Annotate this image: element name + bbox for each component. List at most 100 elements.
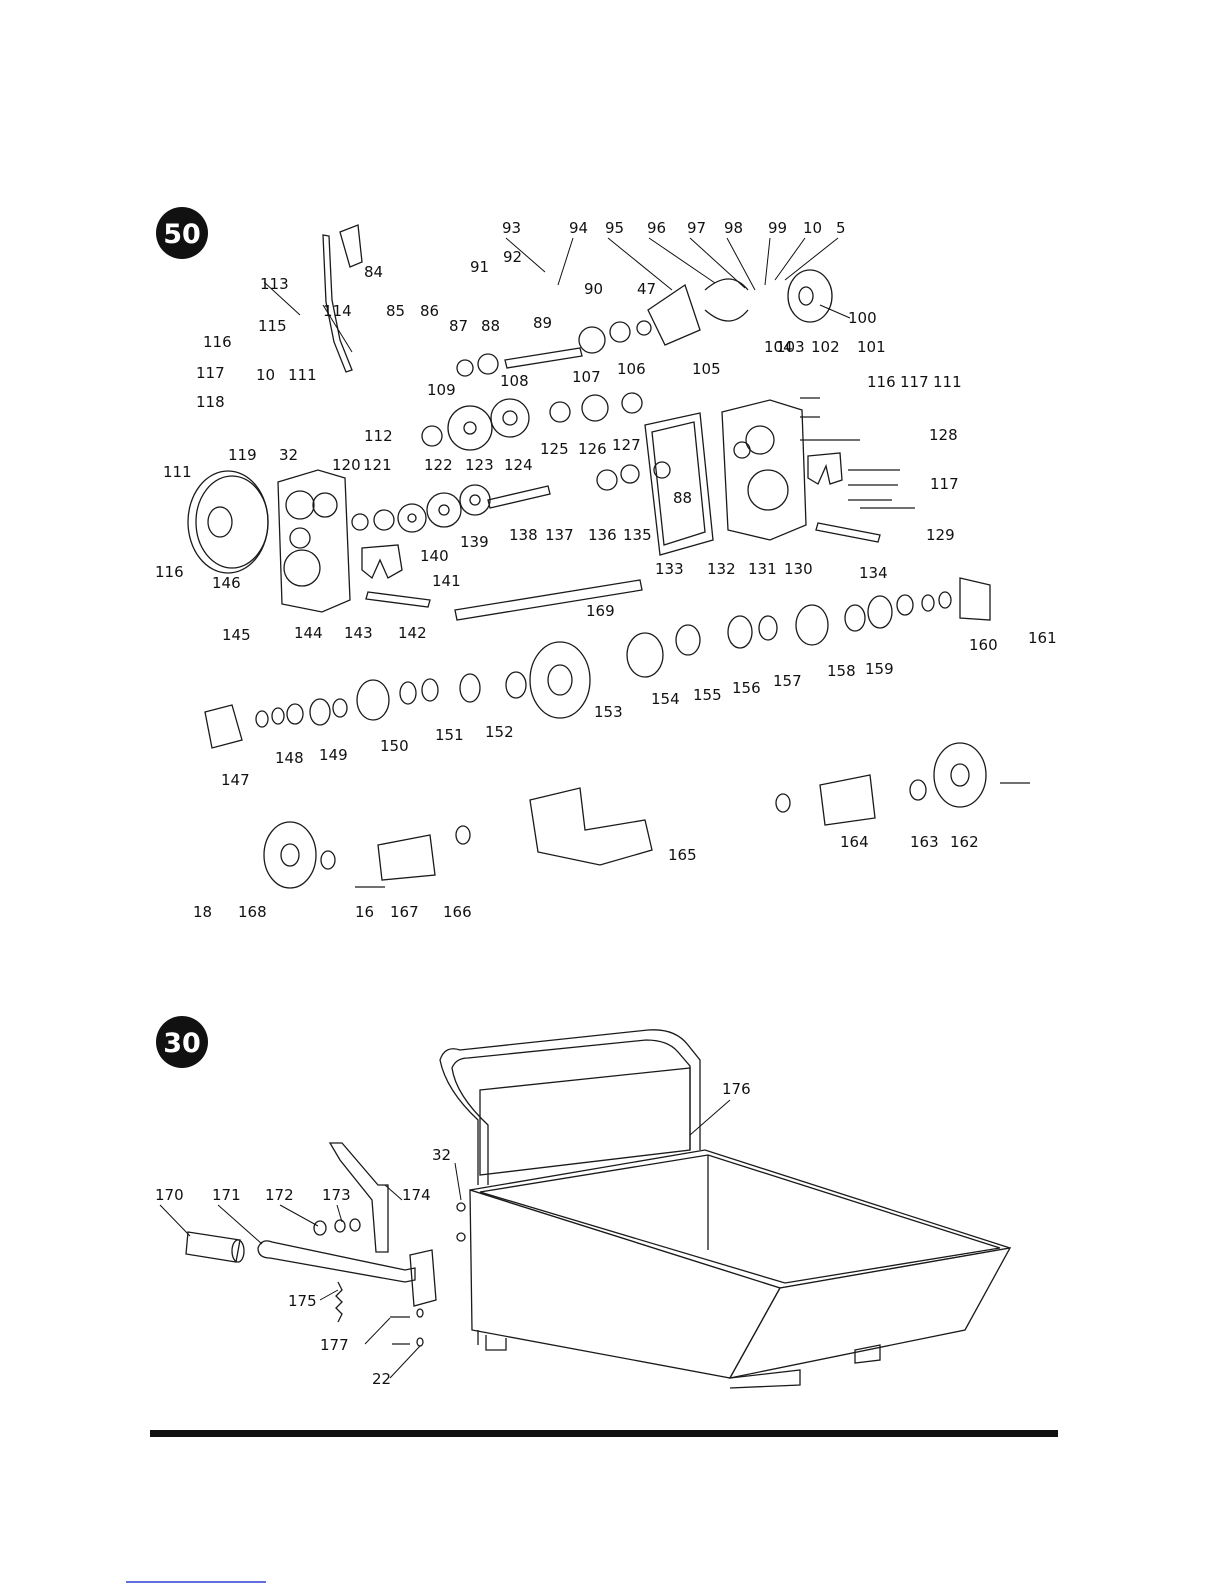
callout-47: 47 <box>637 280 656 298</box>
callout-88: 88 <box>481 317 500 335</box>
callout-103: 103 <box>776 338 805 356</box>
callout-165: 165 <box>668 846 697 864</box>
callout-164: 164 <box>840 833 869 851</box>
callout-labels-top: 93 94 95 96 97 98 99 10 5 84 92 91 90 47… <box>155 219 1057 921</box>
callout-146: 146 <box>212 574 241 592</box>
callout-170: 170 <box>155 1186 184 1204</box>
callout-94: 94 <box>569 219 588 237</box>
callout-124: 124 <box>504 456 533 474</box>
brake-shoe-upper <box>704 278 749 291</box>
cart-backboard <box>479 1067 691 1176</box>
washer <box>416 1337 424 1347</box>
drive-pulley <box>187 470 269 574</box>
callout-116b: 116 <box>867 373 896 391</box>
callout-104: 104 <box>764 338 793 356</box>
callout-106: 106 <box>617 360 646 378</box>
callout-121: 121 <box>363 456 392 474</box>
callout-125: 125 <box>540 440 569 458</box>
badge-circle <box>156 1016 208 1068</box>
callout-123: 123 <box>465 456 494 474</box>
brake-plate <box>647 283 701 346</box>
cart-tub <box>469 1149 1012 1389</box>
callout-labels-bottom: 176 32 170 171 172 173 174 175 177 22 <box>155 1080 751 1388</box>
callout-32: 32 <box>432 1146 451 1164</box>
callout-18: 18 <box>193 903 212 921</box>
callout-158: 158 <box>827 662 856 680</box>
gear-set <box>351 320 671 533</box>
lower-gear-train <box>204 577 991 749</box>
callout-134: 134 <box>859 564 888 582</box>
callout-141: 141 <box>432 572 461 590</box>
callout-89: 89 <box>533 314 552 332</box>
hub-right <box>775 742 1030 826</box>
callout-148: 148 <box>275 749 304 767</box>
callout-132: 132 <box>707 560 736 578</box>
washer <box>334 1219 346 1233</box>
exploded-view-gearbox: 50 <box>155 207 1057 921</box>
callout-100: 100 <box>848 309 877 327</box>
callout-117c: 117 <box>930 475 959 493</box>
brake-drum <box>787 269 833 323</box>
callout-10: 10 <box>803 219 822 237</box>
gasket <box>644 412 714 556</box>
callout-176: 176 <box>722 1080 751 1098</box>
callout-32: 32 <box>279 446 298 464</box>
callout-151: 151 <box>435 726 464 744</box>
badge-circle <box>156 207 208 259</box>
callout-120: 120 <box>332 456 361 474</box>
callout-117: 117 <box>196 364 225 382</box>
callout-130: 130 <box>784 560 813 578</box>
guard-plate <box>529 787 653 866</box>
callout-91: 91 <box>470 258 489 276</box>
callout-116: 116 <box>203 333 232 351</box>
callout-147: 147 <box>221 771 250 789</box>
callout-122: 122 <box>424 456 453 474</box>
callout-118: 118 <box>196 393 225 411</box>
callout-116c: 116 <box>155 563 184 581</box>
callout-108: 108 <box>500 372 529 390</box>
callout-111b: 111 <box>933 373 962 391</box>
callout-111: 111 <box>288 366 317 384</box>
washer <box>313 1220 327 1236</box>
callout-143: 143 <box>344 624 373 642</box>
callout-167: 167 <box>390 903 419 921</box>
callout-126: 126 <box>578 440 607 458</box>
callout-133: 133 <box>655 560 684 578</box>
callout-101: 101 <box>857 338 886 356</box>
hub-left <box>263 821 471 889</box>
callout-177: 177 <box>320 1336 349 1354</box>
gasket-inner <box>651 421 706 546</box>
callout-154: 154 <box>651 690 680 708</box>
latch-bracket <box>328 1142 389 1253</box>
callout-139: 139 <box>460 533 489 551</box>
callout-102: 102 <box>811 338 840 356</box>
callout-93: 93 <box>502 219 521 237</box>
callout-137: 137 <box>545 526 574 544</box>
nut <box>456 1232 466 1242</box>
callout-144: 144 <box>294 624 323 642</box>
callout-155: 155 <box>693 686 722 704</box>
callout-145: 145 <box>222 626 251 644</box>
input-shaft <box>504 347 583 369</box>
callout-169: 169 <box>586 602 615 620</box>
callout-166: 166 <box>443 903 472 921</box>
callout-173: 173 <box>322 1186 351 1204</box>
shift-lever <box>322 234 353 373</box>
callout-10b: 10 <box>256 366 275 384</box>
callout-115: 115 <box>258 317 287 335</box>
footer-rule <box>150 1430 1058 1437</box>
callout-112: 112 <box>364 427 393 445</box>
return-spring <box>335 1281 343 1323</box>
callout-140: 140 <box>420 547 449 565</box>
callout-162: 162 <box>950 833 979 851</box>
cart-handle <box>439 1029 701 1185</box>
callout-5: 5 <box>836 219 846 237</box>
callout-97: 97 <box>687 219 706 237</box>
callout-119: 119 <box>228 446 257 464</box>
callout-87: 87 <box>449 317 468 335</box>
callout-131: 131 <box>748 560 777 578</box>
callout-172: 172 <box>265 1186 294 1204</box>
shift-fork-right <box>807 452 843 485</box>
nut <box>456 1202 466 1212</box>
callout-84: 84 <box>364 263 383 281</box>
